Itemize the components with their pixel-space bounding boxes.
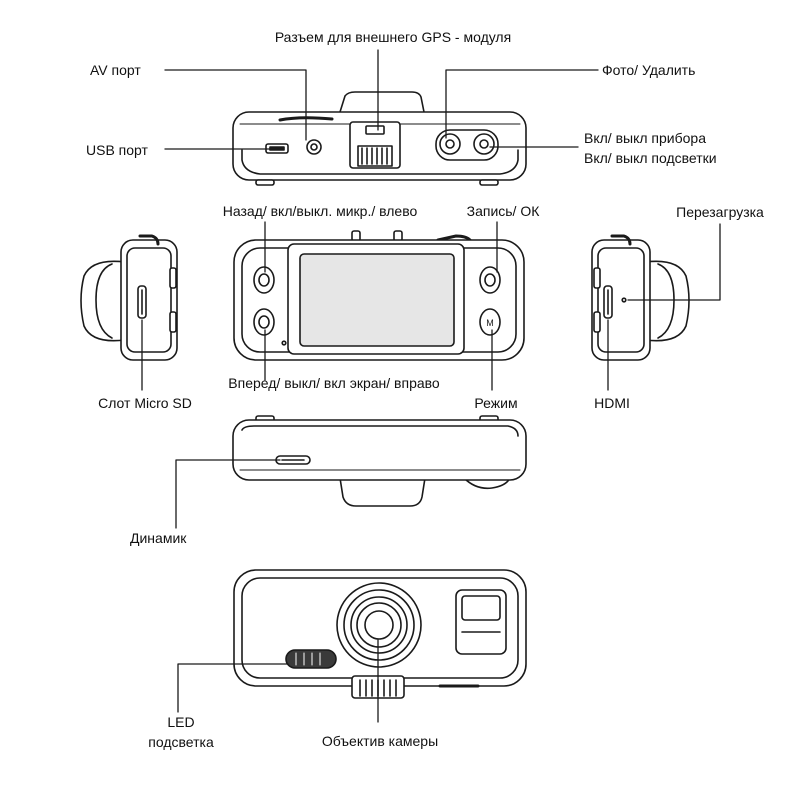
back-button-label: Назад/ вкл/выкл. микр./ влево [222,203,418,219]
forward-button-icon [253,308,275,336]
photo-delete-label: Фото/ Удалить [602,62,696,78]
record-ok-label: Запись/ ОК [466,203,540,219]
led-light-icon [285,649,337,669]
bottom-view [232,415,527,507]
led-label-line2: подсветка [148,734,214,750]
led-label-line1: LED [167,714,195,730]
led-label: LED подсветка [148,712,213,752]
mode-label: Режим [474,395,518,411]
svg-text:M: M [486,318,494,328]
back-view [233,569,527,699]
power-button-icon [473,133,495,155]
microsd-slot-label: Слот Micro SD [98,395,192,411]
camera-lens-label: Объектив камеры [321,733,439,749]
record-button-icon [479,266,501,294]
av-port-label: AV порт [90,62,141,78]
power-label-line1: Вкл/ выкл прибора [584,130,706,146]
lens-icon [364,610,394,640]
gps-port-icon [349,121,401,169]
usb-port-label: USB порт [86,142,148,158]
display-screen [299,253,455,347]
leader-lines [141,49,721,723]
mode-button-icon: M [479,308,501,336]
hdmi-label: HDMI [594,395,630,411]
right-side-view [591,234,690,361]
left-side-view [80,234,178,361]
back-button-icon [253,266,275,294]
power-label: Вкл/ выкл прибора Вкл/ выкл подсветки [584,128,717,168]
forward-button-label: Вперед/ выкл/ вкл экран/ вправо [228,375,440,391]
photo-button-icon [439,133,461,155]
reboot-label: Перезагрузка [676,204,764,220]
gps-port-label: Разъем для внешнего GPS - модуля [274,29,512,45]
microsd-slot-icon [137,285,147,319]
reset-hole-icon [621,297,627,303]
hdmi-port-icon [603,285,613,319]
speaker-label: Динамик [130,530,187,546]
top-view [232,91,527,186]
power-label-line2: Вкл/ выкл подсветки [584,150,717,166]
front-view: M [233,230,525,361]
av-port-icon [306,139,322,155]
